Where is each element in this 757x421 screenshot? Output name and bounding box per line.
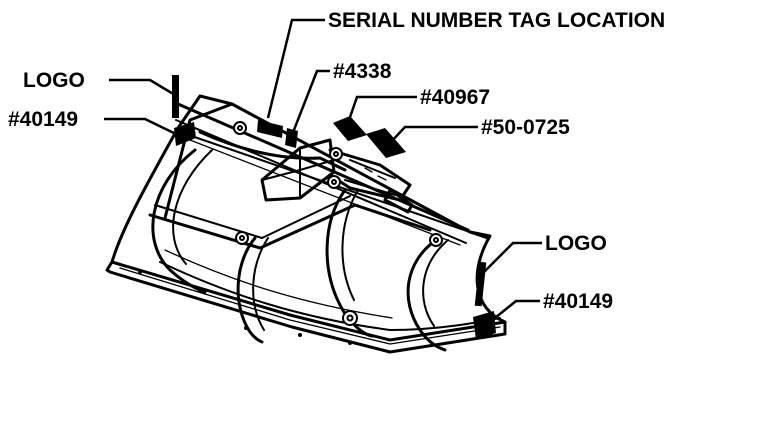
bucket-floor-plate xyxy=(105,260,507,354)
decal-locations xyxy=(172,75,496,340)
label-decal-40149-right: #40149 xyxy=(543,290,613,313)
bucket-right-side xyxy=(468,230,507,324)
label-logo-right: LOGO xyxy=(545,232,607,255)
decal-50-0725 xyxy=(366,128,406,158)
grapple-tine-2 xyxy=(236,236,264,344)
leader-4338 xyxy=(290,69,330,136)
label-decal-40967: #40967 xyxy=(420,86,490,109)
leader-40149-left xyxy=(104,117,179,137)
logo-decal-left xyxy=(172,75,179,118)
decal-40149-left xyxy=(174,122,196,146)
leader-logo-left xyxy=(109,78,176,97)
hydraulic-cylinder xyxy=(328,148,412,202)
leader-serial-tag xyxy=(266,18,325,119)
leader-40967 xyxy=(346,95,417,124)
grapple-tine-4 xyxy=(406,238,447,352)
serial-number-tag xyxy=(257,120,283,138)
leader-40149-right xyxy=(489,299,540,323)
label-serial-number-tag-location: SERIAL NUMBER TAG LOCATION xyxy=(328,9,665,32)
grapple-frame-upper xyxy=(198,130,347,172)
grapple-bucket-drawing xyxy=(105,94,507,354)
grapple-tine-1 xyxy=(151,148,207,294)
callout-labels: SERIAL NUMBER TAG LOCATION #4338 #40967 … xyxy=(8,9,665,313)
leader-lines xyxy=(104,18,542,323)
label-decal-50-0725: #50-0725 xyxy=(481,116,570,139)
label-decal-4338: #4338 xyxy=(333,60,392,83)
leader-50-0725 xyxy=(389,125,478,144)
label-decal-40149-left: #40149 xyxy=(8,108,78,131)
label-logo-left: LOGO xyxy=(23,69,85,92)
leader-logo-right xyxy=(481,241,542,275)
decal-40149-right xyxy=(473,311,496,340)
decal-4338 xyxy=(285,128,298,148)
top-cross-tube xyxy=(176,102,470,232)
decal-40967 xyxy=(333,116,367,141)
